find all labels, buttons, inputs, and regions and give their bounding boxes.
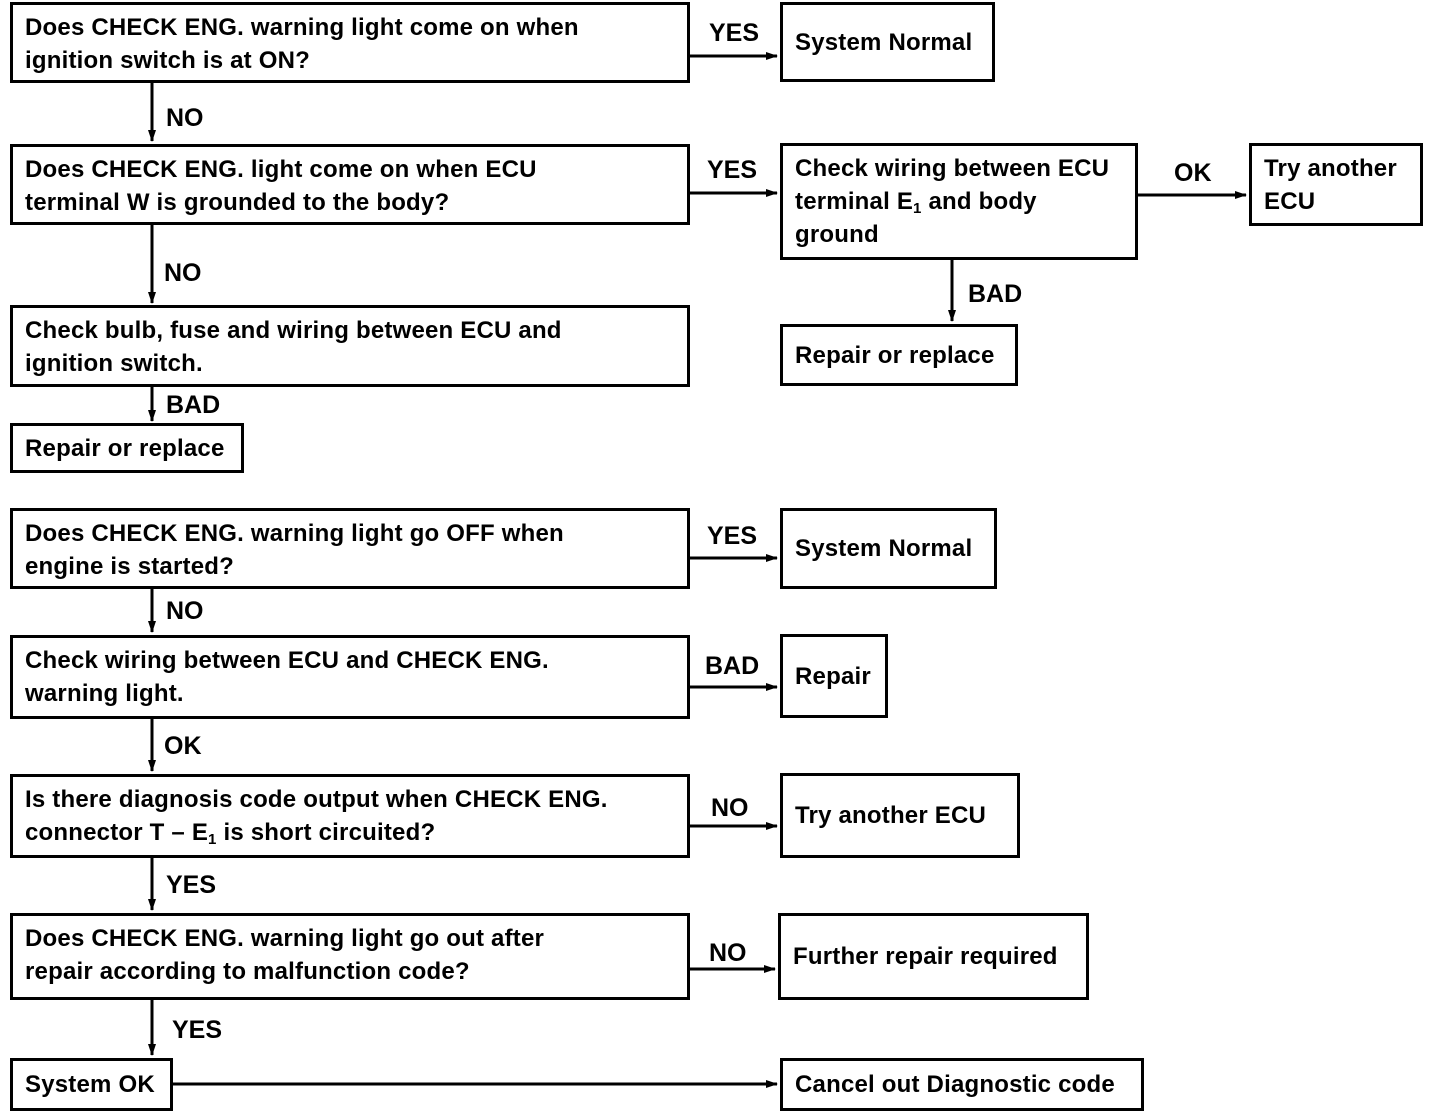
result-text: Repair (795, 662, 871, 690)
check-text-line: Check wiring between ECU (795, 155, 1110, 182)
bad-label: BAD (166, 391, 221, 419)
result-text-line: ECU (1264, 188, 1316, 215)
question-text-line: Is there diagnosis code output when CHEC… (25, 786, 608, 813)
ok-label: OK (164, 732, 202, 760)
question-text-line: Does CHECK ENG. warning light go OFF whe… (25, 520, 564, 547)
question-text-line: Does CHECK ENG. warning light go out aft… (25, 925, 545, 952)
question-text-line: Does CHECK ENG. warning light come on wh… (25, 14, 579, 41)
question-box-terminal-w-grounded: Does CHECK ENG. light come on when ECU t… (10, 144, 690, 225)
question-text-part: connector T (25, 819, 165, 846)
result-box-repair: Repair (780, 634, 888, 718)
yes-label: YES (707, 522, 758, 550)
no-label: NO (166, 597, 204, 625)
question-text-part: is short circuited? (216, 819, 436, 846)
result-text: Cancel out Diagnostic code (795, 1071, 1115, 1098)
question-box-ignition-on: Does CHECK ENG. warning light come on wh… (10, 2, 690, 83)
check-box-bulb-fuse-wiring: Check bulb, fuse and wiring between ECU … (10, 305, 690, 387)
check-text-line: warning light. (25, 680, 184, 707)
check-text-part: and body (921, 188, 1037, 215)
result-box-repair-or-replace: Repair or replace (780, 324, 1018, 386)
result-box-repair-or-replace: Repair or replace (10, 423, 244, 473)
check-box-e1-wiring: Check wiring between ECU terminal E1 and… (780, 143, 1138, 260)
result-text: System OK (25, 1071, 155, 1098)
question-box-engine-started: Does CHECK ENG. warning light go OFF whe… (10, 508, 690, 589)
no-label: NO (711, 794, 749, 822)
question-text-line: terminal W is grounded to the body? (25, 189, 450, 216)
result-box-system-normal: System Normal (780, 2, 995, 82)
bad-label: BAD (705, 652, 760, 680)
check-text-line: ground (795, 221, 879, 248)
check-text-part: terminal E (795, 188, 914, 215)
question-text-line: ignition switch is at ON? (25, 47, 311, 74)
question-box-diagnosis-code-output: Is there diagnosis code output when CHEC… (10, 774, 690, 858)
question-box-light-out-after-repair: Does CHECK ENG. warning light go out aft… (10, 913, 690, 1000)
no-label: NO (709, 939, 747, 967)
result-box-system-normal: System Normal (780, 508, 997, 589)
question-text-line: repair according to malfunction code? (25, 958, 470, 985)
result-text: System Normal (795, 28, 973, 56)
subscript: 1 (208, 831, 217, 848)
question-text-part: – E (164, 819, 209, 846)
yes-label: YES (166, 871, 217, 899)
ok-label: OK (1174, 159, 1212, 187)
result-box-further-repair: Further repair required (778, 913, 1089, 1000)
yes-label: YES (707, 156, 758, 184)
result-text: Further repair required (793, 943, 1058, 970)
result-box-try-another-ecu: Try another ECU (780, 773, 1020, 858)
check-text-line: Check wiring between ECU and CHECK ENG. (25, 647, 549, 674)
yes-label: YES (709, 19, 760, 47)
subscript: 1 (913, 200, 922, 217)
no-label: NO (166, 104, 204, 132)
bad-label: BAD (968, 280, 1023, 308)
question-text-line: engine is started? (25, 553, 234, 580)
result-box-cancel-diagnostic-code: Cancel out Diagnostic code (780, 1058, 1144, 1111)
check-text-line: terminal E1 and body (795, 185, 1123, 218)
result-box-system-ok: System OK (10, 1058, 173, 1111)
yes-label: YES (172, 1016, 223, 1044)
no-label: NO (164, 259, 202, 287)
check-text-line: Check bulb, fuse and wiring between ECU … (25, 317, 562, 344)
question-text-line: Does CHECK ENG. light come on when ECU (25, 156, 537, 183)
result-text: Repair or replace (25, 434, 225, 462)
check-text-line: ignition switch. (25, 350, 203, 377)
result-text: System Normal (795, 535, 973, 562)
question-text-line: connector T – E1 is short circuited? (25, 816, 675, 849)
result-text: Try another ECU (795, 802, 987, 829)
result-text-line: Try another (1264, 155, 1397, 182)
result-text: Repair or replace (795, 341, 995, 369)
result-box-try-another-ecu: Try another ECU (1249, 143, 1423, 226)
check-box-ecu-light-wiring: Check wiring between ECU and CHECK ENG. … (10, 635, 690, 719)
